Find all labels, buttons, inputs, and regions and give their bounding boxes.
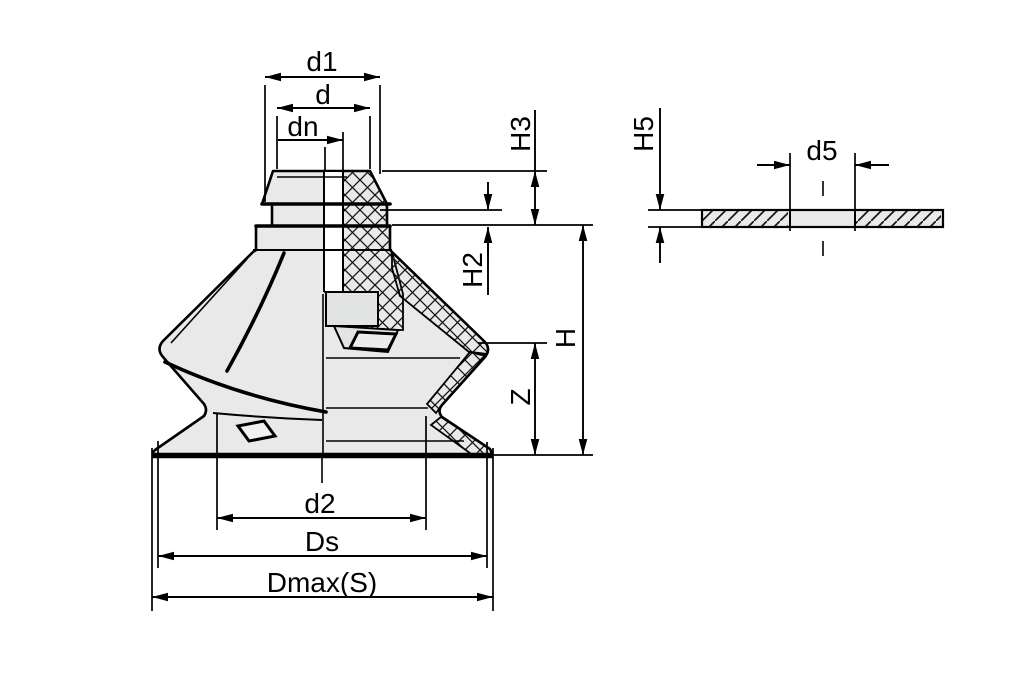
dim-label-Dmax: Dmax(S) (267, 567, 377, 598)
center-bore (324, 172, 343, 292)
dimension-d2: d2 (216, 414, 427, 530)
dimension-H3: H3 (382, 110, 547, 225)
dim-label-d1: d1 (306, 46, 337, 77)
dimension-d1: d1 (264, 46, 381, 202)
dim-label-d2: d2 (304, 488, 335, 519)
dimension-d: d (276, 79, 371, 169)
lip-top-edge (212, 412, 323, 421)
vent-slot-front (235, 419, 278, 443)
dimension-dn: dn (278, 111, 344, 172)
dim-label-H5: H5 (628, 116, 659, 152)
dim-label-H3: H3 (505, 116, 536, 152)
dim-label-Ds: Ds (305, 526, 339, 557)
cone-highlight-line (170, 258, 248, 344)
dimension-Ds: Ds (157, 441, 488, 568)
dim-label-d5: d5 (806, 135, 837, 166)
dimension-H5: H5 (628, 108, 702, 263)
dimension-Dmax: Dmax(S) (151, 448, 494, 611)
fold-crease-front (225, 251, 286, 373)
dim-label-d: d (315, 79, 331, 110)
side-view-seal-disc (700, 181, 945, 256)
section-hatch-lower-wall (425, 351, 489, 415)
dimension-H: H (392, 224, 593, 456)
vent-slot-section (347, 330, 399, 352)
dim-label-dn: dn (287, 111, 318, 142)
fold-crease-under (163, 360, 328, 414)
dim-label-H2: H2 (457, 252, 488, 288)
dimension-d5: d5 (757, 135, 889, 231)
dimension-H2: H2 (380, 182, 502, 295)
dim-label-H: H (550, 328, 581, 348)
disc-hatch-left (703, 211, 788, 226)
insert-block (325, 291, 379, 327)
disc-hatch-right (856, 211, 941, 226)
dim-label-Z: Z (505, 388, 536, 405)
dimensions: d1 d dn H3 H2 (151, 46, 889, 611)
main-view-suction-cup (151, 169, 494, 483)
dimension-Z: Z (478, 342, 547, 455)
